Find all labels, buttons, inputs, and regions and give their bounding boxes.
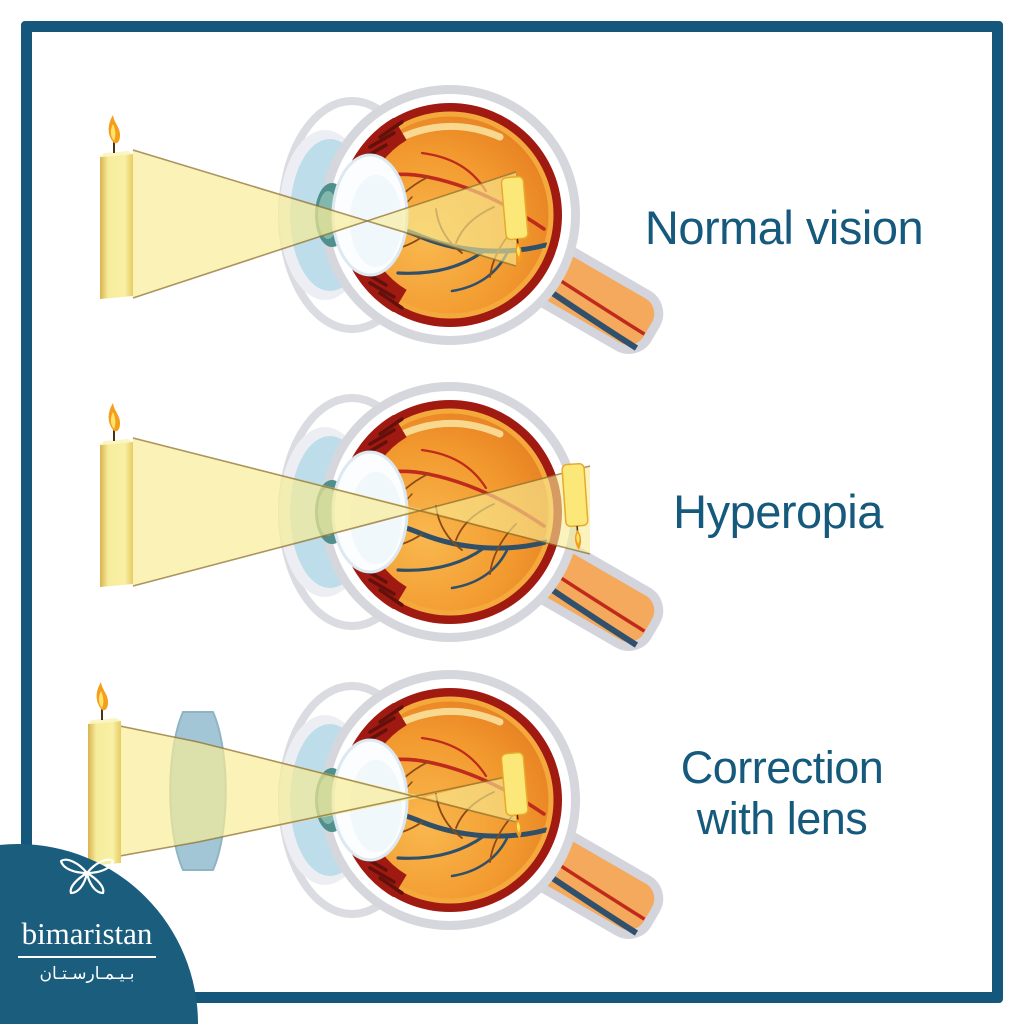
light-beam — [119, 725, 517, 857]
label-correction-line1: Correction — [680, 742, 884, 793]
label-normal-vision: Normal vision — [644, 201, 924, 254]
candle-icon — [99, 114, 134, 300]
normal-vision-diagram — [99, 75, 680, 375]
logo-quarter-circle — [0, 844, 198, 1024]
logo-wordmark: bimaristan — [21, 916, 153, 951]
logo-divider — [18, 956, 156, 958]
candle-icon — [99, 402, 134, 588]
label-correction-line2: with lens — [696, 793, 868, 845]
butterfly-leaves-icon — [59, 858, 115, 895]
light-beam — [132, 149, 517, 299]
light-beam — [132, 437, 591, 587]
bimaristan-logo: bimaristan بـيـمـارسـتـان — [0, 798, 222, 1024]
correction-with-lens-diagram — [87, 660, 680, 970]
logo-wordmark-arabic: بـيـمـارسـتـان — [39, 964, 135, 984]
hyperopia-diagram — [99, 370, 680, 670]
label-correction-with-lens: Correction with lens — [616, 742, 948, 845]
label-hyperopia: Hyperopia — [673, 485, 883, 538]
